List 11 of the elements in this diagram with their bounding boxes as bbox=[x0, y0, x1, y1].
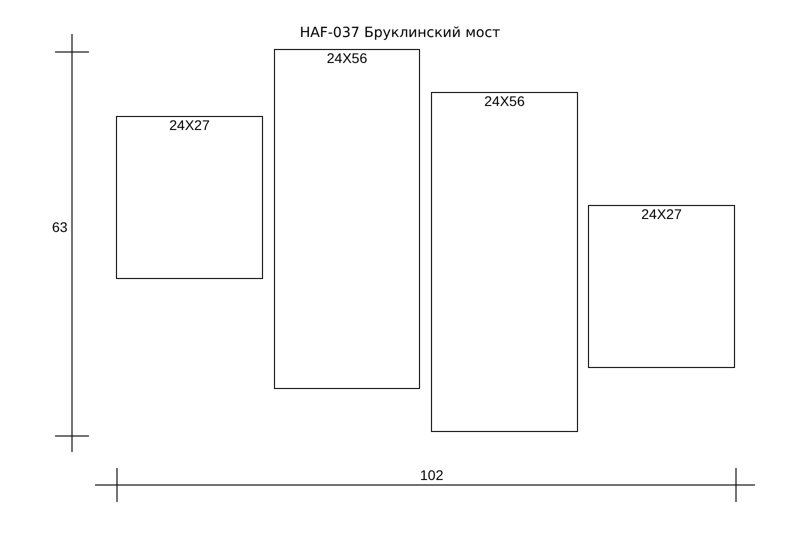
size-label: 24X27 bbox=[640, 206, 683, 222]
panel-rect bbox=[116, 116, 263, 279]
dimension-label: 102 bbox=[420, 467, 444, 483]
size-label: 24X27 bbox=[168, 117, 211, 133]
dimension-label: 63 bbox=[52, 219, 68, 235]
panel-rect bbox=[274, 49, 420, 389]
size-label: 24X56 bbox=[326, 50, 368, 66]
title: HAF-037 Бруклинский мост bbox=[298, 25, 502, 41]
panel-rect bbox=[431, 92, 578, 432]
panel-rect bbox=[588, 205, 735, 368]
size-label: 24X56 bbox=[483, 93, 526, 109]
